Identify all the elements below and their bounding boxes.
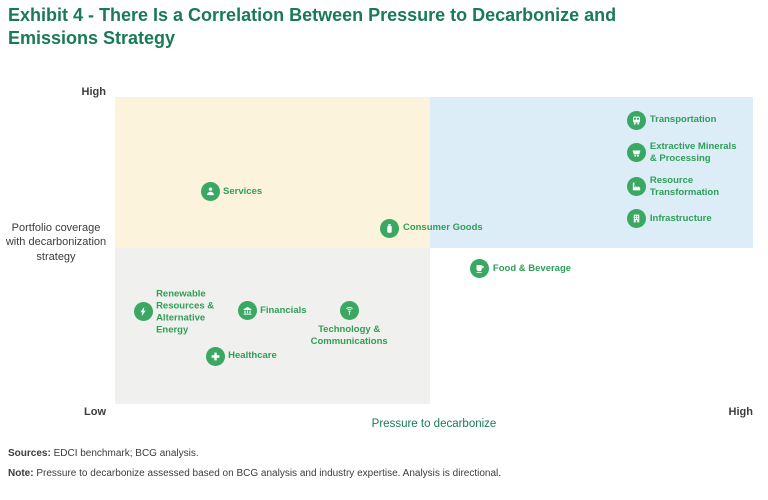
point-label-food-beverage: Food & Beverage [492, 262, 572, 274]
y-axis-label: Portfolio coverage with decarbonization … [5, 222, 107, 263]
footer: Sources: EDCI benchmark; BCG analysis. N… [8, 448, 501, 487]
point-label-healthcare: Healthcare [228, 350, 277, 362]
note-label: Note: [8, 467, 34, 479]
point-label-technology-communications: Technology & Communications [310, 323, 388, 347]
mine-cart-icon [627, 143, 647, 163]
beverage-cup-icon [470, 259, 490, 279]
point-label-transportation: Transportation [649, 114, 717, 126]
x-axis-tick-high: High [728, 406, 753, 418]
point-label-infrastructure: Infrastructure [649, 212, 712, 224]
factory-icon [627, 177, 647, 197]
note-text: Pressure to decarbonize assessed based o… [33, 467, 502, 479]
point-label-renewable-resources-alternative-energy: Renewable Resources & Alternative Energy [156, 288, 215, 335]
point-label-consumer-goods: Consumer Goods [402, 222, 483, 234]
page-title: Exhibit 4 - There Is a Correlation Betwe… [8, 5, 617, 49]
sources-text: EDCI benchmark; BCG analysis. [50, 448, 199, 459]
point-label-financials: Financials [260, 305, 307, 317]
y-axis-tick-high: High [81, 86, 106, 98]
footer-note: Note: Pressure to decarbonize assessed b… [8, 468, 501, 479]
bank-icon [237, 301, 257, 321]
services-person-icon [200, 182, 220, 202]
point-label-services: Services [223, 185, 263, 197]
antenna-icon [339, 301, 359, 321]
x-axis-label: Pressure to decarbonize [371, 418, 497, 430]
transportation-bus-icon [627, 110, 647, 130]
sources-label: Sources: [8, 448, 51, 459]
point-label-resource-transformation: Resource Transformation [649, 175, 720, 198]
quadrant-top-left [115, 97, 431, 249]
footer-sources: Sources: EDCI benchmark; BCG analysis. [8, 448, 501, 459]
point-label-extractive-minerals-processing: Extractive Minerals & Processing [649, 140, 737, 164]
quadrant-top-right [430, 97, 753, 249]
axis-tick-low-origin: Low [84, 406, 106, 418]
medical-cross-icon [205, 346, 225, 366]
lightning-bolt-icon [133, 302, 153, 322]
consumer-goods-jar-icon [380, 218, 400, 238]
building-icon [627, 209, 647, 229]
quadrant-bottom-left [115, 248, 431, 404]
